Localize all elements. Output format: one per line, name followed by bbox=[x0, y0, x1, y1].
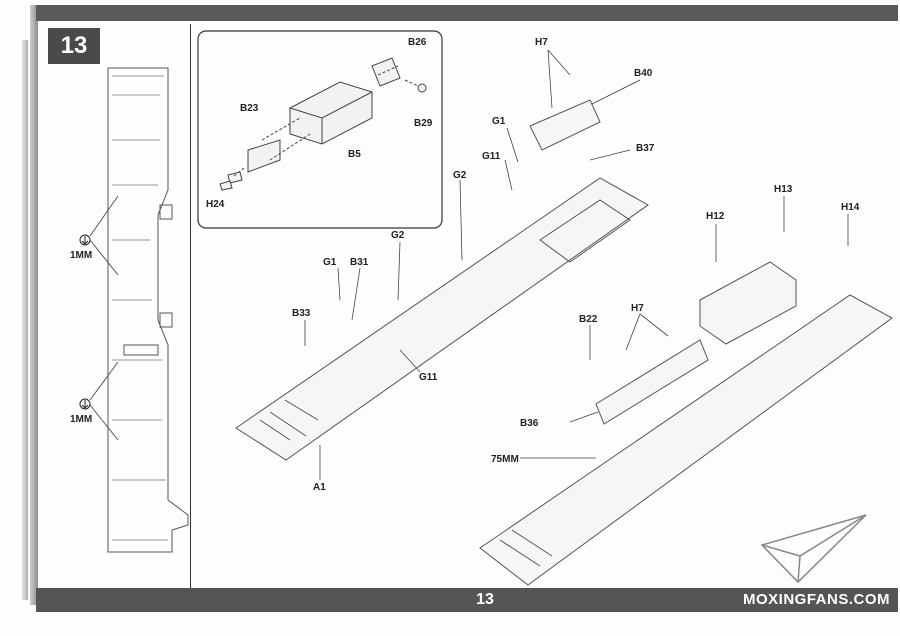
label-h12: H12 bbox=[706, 211, 725, 222]
label-b31: B31 bbox=[350, 257, 369, 268]
side-view-floor bbox=[107, 67, 189, 553]
label-h24: H24 bbox=[206, 199, 225, 210]
label-b37: B37 bbox=[636, 143, 655, 154]
inset-box bbox=[197, 30, 443, 229]
label-g2-top: G2 bbox=[453, 170, 467, 181]
lower-floor-plate bbox=[479, 261, 893, 586]
label-b36: B36 bbox=[520, 418, 539, 429]
measure-marker-bottom bbox=[79, 361, 119, 441]
label-g11-top: G11 bbox=[482, 151, 501, 162]
step-number: 13 bbox=[48, 28, 100, 64]
label-75mm: 75MM bbox=[491, 454, 519, 465]
page-edge bbox=[30, 5, 38, 605]
brand-watermark: MOXINGFANS.COM bbox=[742, 591, 890, 608]
label-b40: B40 bbox=[634, 68, 653, 79]
label-h13: H13 bbox=[774, 184, 793, 195]
label-b26: B26 bbox=[408, 37, 427, 48]
label-g1-top: G1 bbox=[492, 116, 506, 127]
paper-plane-logo bbox=[760, 514, 867, 584]
label-b33: B33 bbox=[292, 308, 311, 319]
label-b22: B22 bbox=[579, 314, 598, 325]
label-g2-mid: G2 bbox=[391, 230, 405, 241]
label-h7-low: H7 bbox=[631, 303, 644, 314]
leader-lines bbox=[304, 49, 849, 480]
label-b5: B5 bbox=[348, 149, 361, 160]
bottom-bar bbox=[36, 588, 898, 612]
label-b29: B29 bbox=[414, 118, 433, 129]
measure-label-bottom: 1MM bbox=[70, 414, 92, 425]
panel-divider bbox=[190, 24, 191, 588]
label-h14: H14 bbox=[841, 202, 860, 213]
page-edge-shadow bbox=[22, 40, 28, 600]
upper-floor-plate bbox=[235, 99, 649, 461]
top-bar bbox=[36, 5, 898, 21]
label-h7-top: H7 bbox=[535, 37, 548, 48]
page-number: 13 bbox=[476, 591, 494, 608]
inset-assembly bbox=[219, 57, 427, 191]
measure-label-top: 1MM bbox=[70, 250, 92, 261]
label-a1: A1 bbox=[313, 482, 326, 493]
label-g1-mid: G1 bbox=[323, 257, 337, 268]
label-b23: B23 bbox=[240, 103, 259, 114]
measure-marker-top bbox=[79, 195, 119, 276]
label-g11-mid: G11 bbox=[419, 372, 438, 383]
